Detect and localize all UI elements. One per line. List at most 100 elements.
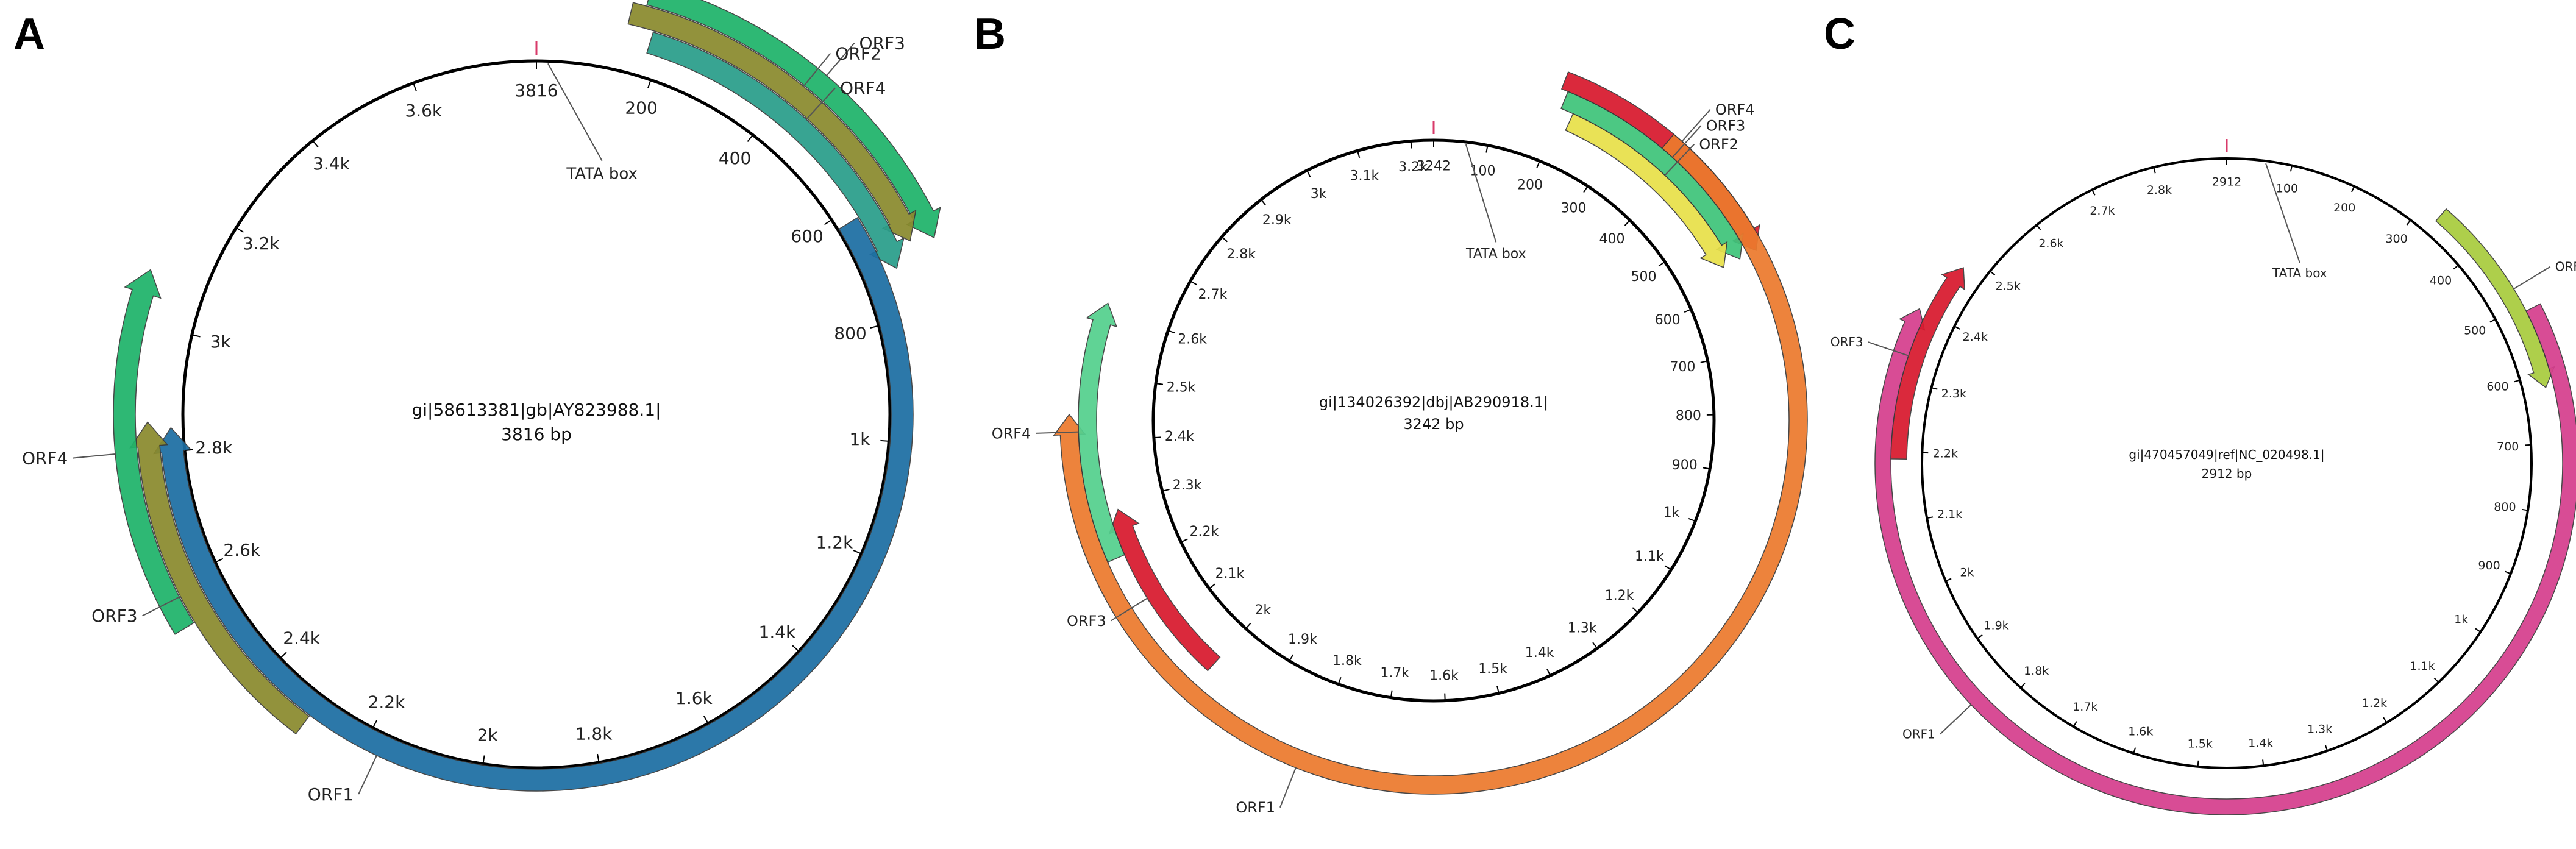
tick-label: 700: [1670, 360, 1695, 375]
tick-label: 3.6k: [405, 101, 443, 121]
feature-label-orf1: ORF1: [308, 784, 354, 805]
tick-mark: [747, 134, 753, 142]
feature-arrow-orf4: [113, 269, 194, 635]
tick-mark: [2525, 444, 2532, 446]
tick-mark: [1927, 516, 1934, 519]
tick-label: 1k: [2454, 613, 2468, 626]
tick-label: 2.2k: [1933, 447, 1958, 461]
tick-label: 3242: [1417, 159, 1451, 174]
tick-label: 200: [2333, 201, 2355, 215]
feature-leader-line: [1664, 143, 1695, 176]
feature-layer: [1874, 208, 2576, 815]
tick-mark: [413, 82, 417, 91]
tick-label: 1.7k: [1380, 666, 1409, 681]
tick-label: 200: [625, 98, 657, 118]
tick-mark: [2324, 745, 2329, 751]
sequence-size: 2912 bp: [2202, 466, 2252, 481]
tick-label: 1.2k: [816, 532, 854, 552]
tick-mark: [2453, 265, 2459, 270]
tick-label: 2.5k: [1167, 380, 1196, 395]
site-label-tata-box: TATA box: [1465, 246, 1526, 261]
tick-label: 1.5k: [2188, 737, 2213, 751]
tick-mark: [2153, 167, 2156, 174]
tick-mark: [1592, 642, 1598, 649]
tick-mark: [235, 227, 244, 233]
panel-a: A 2004006008001k1.2k1.4k1.6k1.8k2k2.2k2.…: [13, 0, 941, 805]
tick-mark: [2197, 760, 2199, 767]
tick-label: 1.4k: [1525, 645, 1554, 661]
feature-label-orf4: ORF4: [1715, 101, 1755, 118]
feature-leader-line: [1111, 597, 1148, 622]
tick-label: 2.6k: [223, 540, 261, 560]
feature-leader-line: [142, 595, 181, 617]
tick-mark: [1583, 186, 1589, 193]
tick-label: 500: [1631, 269, 1657, 285]
tick-mark: [1337, 677, 1342, 684]
sequence-size: 3242 bp: [1403, 416, 1464, 433]
tick-label: 1.3k: [2307, 723, 2332, 736]
tick-label: 1.2k: [1605, 588, 1634, 603]
feature-arrow-orf3: [129, 421, 310, 735]
tick-mark: [1410, 141, 1412, 149]
tick-label: 2.2k: [368, 692, 406, 712]
tick-label: 1.9k: [1288, 632, 1317, 647]
site-leader-line: [1465, 144, 1497, 243]
feature-arrow-orf3: [1890, 267, 1965, 460]
feature-layer: [1053, 71, 1808, 795]
label-layer: ORF2ORF1ORF3TATA box: [1831, 163, 2576, 741]
feature-leader-line: [1279, 767, 1297, 808]
tick-label: 3816: [514, 80, 558, 101]
tick-mark: [2433, 677, 2439, 683]
tick-label: 2.8k: [2147, 183, 2172, 197]
tick-label: 1.4k: [2248, 736, 2273, 750]
tick-mark: [1155, 383, 1164, 385]
tick-label: 1.1k: [1635, 549, 1664, 564]
tick-mark: [1162, 488, 1170, 492]
tick-label: 1.2k: [2362, 697, 2387, 710]
tick-mark: [1546, 669, 1551, 676]
feature-arrow-orf2: [2435, 208, 2555, 388]
tick-mark: [1703, 467, 1710, 470]
tick-label: 3.4k: [313, 154, 350, 174]
site-leader-line: [547, 63, 603, 162]
tick-mark: [372, 720, 378, 728]
tick-label: 600: [1655, 313, 1681, 328]
tick-label: 1k: [1663, 505, 1680, 520]
tick-label: 700: [2497, 440, 2519, 453]
tick-mark: [2406, 219, 2411, 226]
tick-mark: [1632, 607, 1638, 613]
tick-label: 2.8k: [1226, 247, 1256, 262]
feature-leader-line: [2513, 266, 2551, 290]
feature-label-orf3: ORF3: [91, 606, 137, 626]
tick-label: 3k: [210, 332, 232, 352]
tick-mark: [2505, 570, 2511, 575]
tick-label: 1.8k: [2024, 664, 2049, 678]
sequence-name: gi|470457049|ref|NC_020498.1|: [2129, 447, 2324, 462]
tick-label: 500: [2464, 324, 2486, 337]
tick-layer: 1002003004005006007008009001k1.1k1.2k1.3…: [1922, 158, 2532, 767]
feature-leader-line: [806, 87, 836, 120]
feature-arrow-orf3: [1108, 508, 1221, 672]
feature-arrow-orf2: [1565, 113, 1728, 269]
tick-label: 1.6k: [2128, 725, 2153, 739]
tick-label: 2.6k: [1178, 332, 1207, 347]
tick-mark: [2290, 165, 2293, 172]
feature-label-orf2: ORF2: [2555, 260, 2576, 274]
tick-label: 2.7k: [2090, 204, 2115, 218]
tick-label: 800: [2494, 500, 2516, 514]
tick-mark: [1931, 387, 1938, 390]
tick-label: 1.9k: [1984, 619, 2008, 632]
tick-mark: [1945, 578, 1952, 582]
feature-label-orf2: ORF2: [1699, 136, 1738, 153]
tick-mark: [215, 558, 224, 563]
feature-leader-line: [1036, 431, 1079, 434]
feature-leader-line: [73, 453, 116, 459]
tick-mark: [1954, 325, 1960, 330]
panel-letter: C: [1824, 10, 1856, 59]
tick-mark: [2020, 683, 2026, 689]
feature-arrow-orf1: [1874, 303, 2576, 815]
tick-label: 100: [2276, 182, 2298, 195]
tick-label: 2912: [2212, 176, 2241, 189]
